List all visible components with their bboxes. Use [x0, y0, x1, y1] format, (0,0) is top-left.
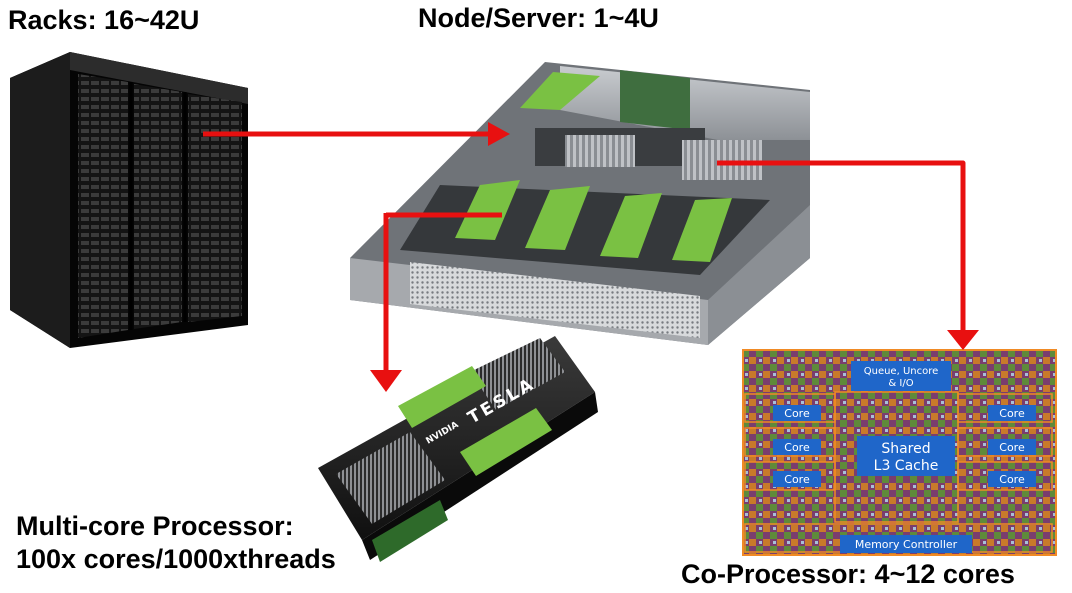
arrow-head-down-gpu: [370, 370, 402, 392]
die-core-block: [773, 405, 821, 421]
gpu-fin-stack-2: [470, 338, 565, 410]
tesla-gpu-card-image: NVIDIA TESLA: [318, 336, 598, 562]
server-node-image: [350, 62, 810, 345]
server-side: [708, 205, 810, 345]
die-cache-label-2: L3 Cache: [874, 458, 939, 474]
rack-door-2: [134, 84, 182, 329]
racks-label: Racks: 16~42U: [8, 5, 200, 35]
die-outline: [742, 349, 1057, 556]
multicore-processor-detail: 100x cores/1000xthreads: [16, 543, 336, 574]
rack-cabinet-image: [10, 52, 248, 348]
node-server-label: Node/Server: 1~4U: [418, 3, 659, 33]
die-queue-label-2: & I/O: [888, 378, 913, 389]
server-front-grille: [410, 262, 700, 338]
cpu-die-image: Queue, Uncore & I/O Core Core Core Core …: [742, 349, 1057, 556]
server-cpu-heatsink: [682, 140, 762, 180]
server-gpu-slot-top: [520, 72, 600, 110]
server-pcb: [620, 70, 690, 130]
die-core-block: [773, 471, 821, 487]
gpu-pcb-edge: [372, 500, 448, 562]
arrow-head-down-cpu: [947, 330, 979, 350]
die-core-label: Core: [999, 473, 1025, 486]
server-cpu-heatsink-2: [565, 135, 635, 167]
die-memory-block: [840, 535, 972, 553]
arrow-head-right: [488, 122, 510, 146]
coprocessor-label: Co-Processor: 4~12 cores: [681, 559, 1015, 589]
rack-door-1: [78, 74, 128, 338]
gpu-fin-stack: [336, 432, 445, 524]
die-queue-block: [851, 361, 951, 391]
die-core-block: [773, 439, 821, 455]
rack-top: [70, 52, 248, 104]
multicore-processor-title: Multi-core Processor:: [16, 511, 294, 541]
die-core-block: [988, 405, 1036, 421]
die-cache-label-1: Shared: [881, 441, 930, 457]
arrow-node-to-gpu: [383, 212, 502, 378]
die-memory-label: Memory Controller: [855, 538, 958, 551]
die-cache-block: [857, 436, 955, 476]
gpu-green-band-1: [398, 366, 486, 428]
server-gpu-slot-4: [672, 198, 732, 262]
server-gpu-slot-2: [525, 186, 590, 250]
die-core-label: Core: [999, 407, 1025, 420]
arrows: [203, 131, 966, 378]
die-queue-label-1: Queue, Uncore: [864, 366, 939, 377]
server-gpu-slot-1: [455, 180, 520, 240]
die-core-label: Core: [784, 441, 810, 454]
die-core-block: [988, 471, 1036, 487]
die-core-label: Core: [784, 473, 810, 486]
rack-side-panel: [10, 52, 70, 348]
die-core-label: Core: [999, 441, 1025, 454]
die-core-label: Core: [784, 407, 810, 420]
gpu-green-band-2: [460, 408, 552, 476]
server-gpu-slot-3: [600, 193, 662, 258]
arrow-node-to-cpu: [717, 160, 966, 335]
die-core-block: [988, 439, 1036, 455]
rack-door-3: [188, 94, 242, 322]
multicore-processor-label: Multi-core Processor: 100x cores/1000xth…: [16, 510, 336, 576]
